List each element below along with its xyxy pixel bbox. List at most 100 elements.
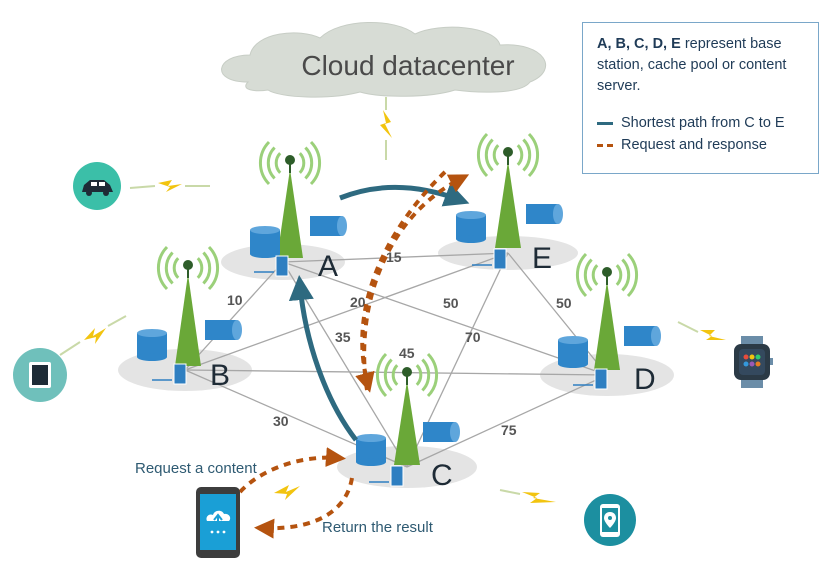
signal-arc-right [621,258,631,292]
edge-weight-ae: 15 [386,249,402,265]
station-d: D [558,252,661,396]
server-icon [173,363,187,385]
signal-arc-right [202,251,212,285]
signal-arc-right [309,140,322,186]
edge-d-e [507,252,608,376]
signal-arc-left [476,132,489,178]
signal-arc-right [615,264,623,286]
antenna-tip [402,367,412,377]
antenna-tip [503,147,513,157]
legend-request-response: Request and response [597,137,767,153]
signal-arc-right [626,252,639,298]
signal-arc-left [591,264,599,286]
smartphone-link-lightning-icon [274,485,300,500]
node-label-e: E [532,242,552,275]
signal-arc-right [298,152,306,174]
cache-drum-end [337,216,347,236]
cache-drum [310,216,342,236]
cache-drum [205,320,237,340]
storage-top [250,226,280,234]
node-label-b: B [210,359,230,392]
graph-edges [184,252,608,468]
edge-weight-be: 20 [350,294,366,310]
legend-nodes-text: represent base station, cache pool or co… [597,36,787,94]
storage-top [558,336,588,344]
shortest-path-c-to-a [288,275,358,442]
tower-icon [394,381,420,465]
legend-dashed-line-swatch [597,143,613,147]
signal-arc-right [415,364,423,386]
antenna-tip [285,155,295,165]
cloud-datacenter: Cloud datacenter [221,21,547,98]
tower-icon [277,169,303,258]
storage-top [356,434,386,442]
signal-arc-right [421,358,431,392]
edge-weight-bc: 30 [273,413,289,429]
cache-drum-end [651,326,661,346]
edge-b-d [184,369,608,376]
legend-nodes-bold: A, B, C, D, E [597,36,681,52]
legend-box: A, B, C, D, E represent base station, ca… [582,22,819,174]
legend-shortest-path: Shortest path from C to E [597,115,785,131]
signal-arc-left [583,258,593,292]
signal-arc-left [391,364,399,386]
edge-weight-ce: 70 [465,329,481,345]
legend-solid-line-swatch [597,121,613,125]
server-icon [275,255,289,277]
edge-weight-cd: 75 [501,422,517,438]
location-phone-link-lightning-icon [499,489,556,503]
smartphone-device [196,487,240,558]
edge-weight-ac: 35 [335,329,351,345]
signal-arc-right [207,245,220,291]
edge-weight-de: 50 [556,295,572,311]
tower-icon [594,281,620,370]
car-device [73,162,121,210]
node-label-a: A [318,250,338,283]
signal-arc-right [196,257,204,279]
edge-b-e [184,252,509,371]
edge-weight-ab: 10 [227,292,243,308]
storage-base [356,458,386,466]
edge-a-b [184,261,284,371]
signal-arc-left [484,138,494,172]
legend-description: A, B, C, D, E represent base station, ca… [597,34,813,97]
response-path-e-to-c [355,170,447,393]
station-a: A [250,140,347,283]
request-path-phone-to-c [238,447,346,494]
storage-base [456,235,486,243]
signal-arc-left [375,352,388,398]
station-e: E [456,132,563,275]
signal-arc-right [522,138,532,172]
cache-drum-end [553,204,563,224]
server-icon [493,248,507,270]
signal-arc-left [156,245,169,291]
cache-drum [624,326,656,346]
storage-base [558,360,588,368]
storage-base [250,250,280,258]
signal-arc-left [492,144,500,166]
node-label-c: C [431,459,453,492]
signal-arc-left [575,252,588,298]
cache-drum-end [450,422,460,442]
cloud-label: Cloud datacenter [301,50,514,81]
signal-arc-left [383,358,393,392]
tablet-device [13,348,67,402]
smartwatch-device [734,336,773,388]
legend-request-response-label: Request and response [621,137,767,153]
signal-arc-right [426,352,439,398]
request-annotation: Request a content [135,460,258,477]
server-icon [594,368,608,390]
watch-link-lightning-icon [677,321,726,340]
antenna-tip [602,267,612,277]
cloud-lightning-icon [380,97,392,160]
location-phone-device [584,494,636,546]
storage-top [137,329,167,337]
storage-top [456,211,486,219]
signal-arc-left [164,251,174,285]
tower-icon [175,274,201,366]
cache-drum [423,422,455,442]
edge-a-e [282,252,509,263]
cache-drum [526,204,558,224]
edge-weight-bd: 45 [399,345,415,361]
